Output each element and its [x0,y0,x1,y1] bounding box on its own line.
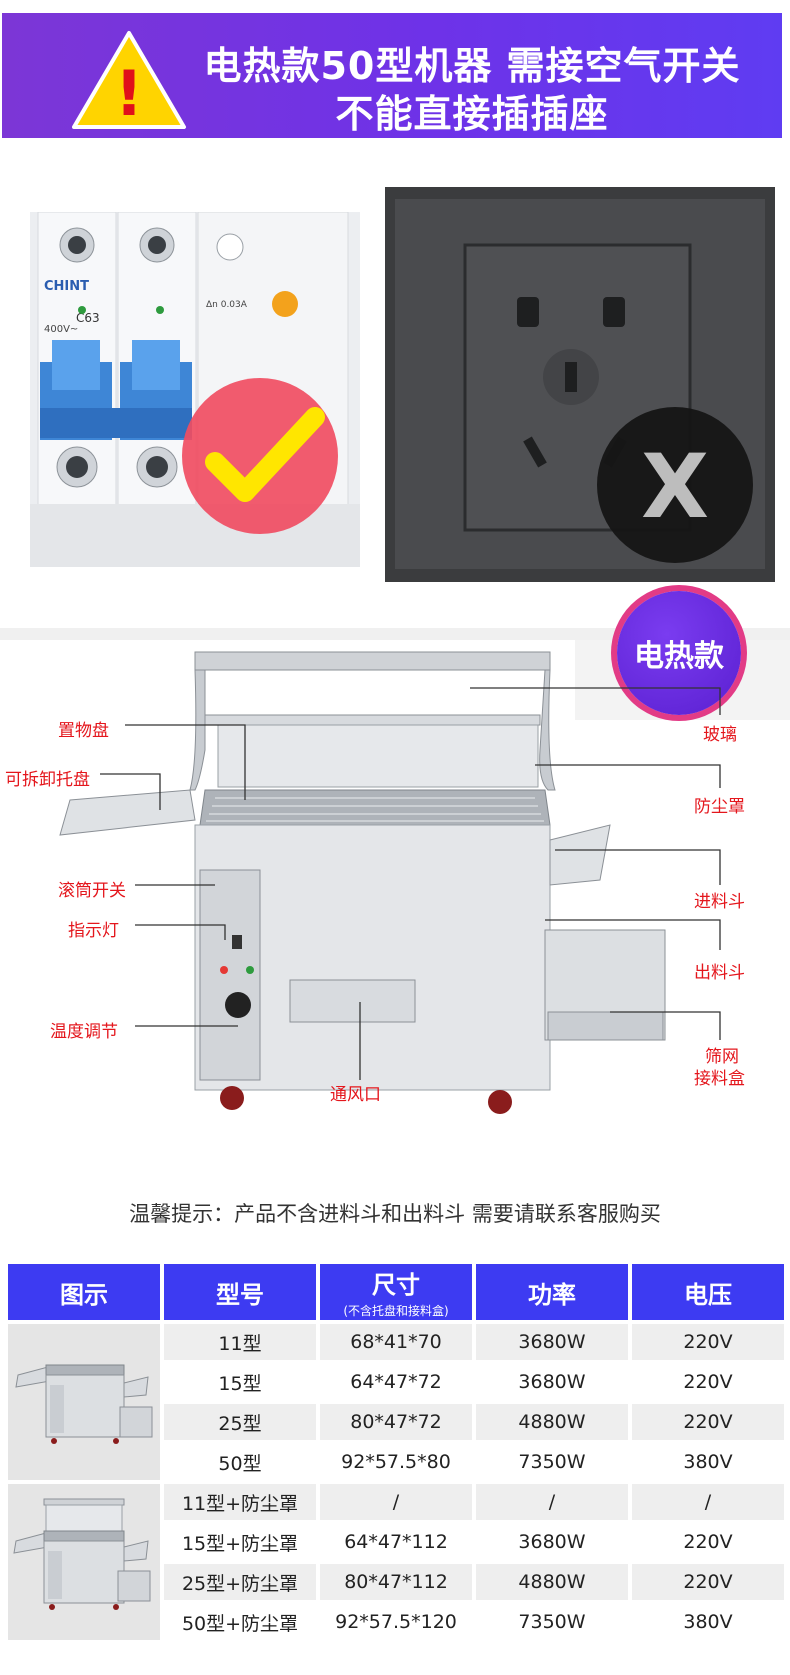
label-discharge-hopper: 出料斗 [694,963,745,983]
cell-power: / [476,1484,628,1520]
label-glass: 玻璃 [703,725,737,745]
roaster-machine-illustration [59,651,721,1114]
cell-voltage: 380V [632,1604,784,1640]
cell-size: / [320,1484,472,1520]
label-sieve: 筛网 [705,1047,739,1067]
table-row: 25型+防尘罩 80*47*112 4880W 220V [8,1564,784,1600]
cell-voltage: 380V [632,1444,784,1480]
warning-mark: ! [115,57,143,130]
cell-size: 64*47*72 [320,1364,472,1400]
table-row: 15型 64*47*72 3680W 220V [8,1364,784,1400]
header-voltage: 电压 [632,1264,784,1320]
label-removable-tray: 可拆卸托盘 [5,770,90,790]
cell-power: 4880W [476,1404,628,1440]
cell-voltage: 220V [632,1404,784,1440]
cell-model: 50型+防尘罩 [164,1604,316,1640]
table-row: 25型 80*47*72 4880W 220V [8,1404,784,1440]
cell-voltage: 220V [632,1324,784,1360]
table-row: 50型 92*57.5*80 7350W 380V [8,1444,784,1480]
cell-model: 50型 [164,1444,316,1480]
cell-voltage: 220V [632,1564,784,1600]
cell-model: 11型 [164,1324,316,1360]
cell-size: 92*57.5*80 [320,1444,472,1480]
cell-model: 25型+防尘罩 [164,1564,316,1600]
table-header-row: 图示 型号 尺寸 (不含托盘和接料盒) 功率 电压 [8,1264,784,1320]
header-model: 型号 [164,1264,316,1320]
table-row: 11型 68*41*70 3680W 220V [8,1324,784,1480]
spec-table: 图示 型号 尺寸 (不含托盘和接料盒) 功率 电压 11型 [4,1260,788,1644]
warning-banner: ! 电热款50型机器 需接空气开关 不能直接插插座 [2,13,782,138]
cell-power: 4880W [476,1564,628,1600]
label-dust-cover: 防尘罩 [694,797,745,817]
header-size-note: (不含托盘和接料盒) [343,1304,449,1318]
cell-size: 64*47*112 [320,1524,472,1560]
header-image: 图示 [8,1264,160,1320]
machine-thumbnail [8,1324,160,1480]
cell-model: 15型+防尘罩 [164,1524,316,1560]
table-row: 11型+防尘罩 / / / [8,1484,784,1640]
breaker-leak-label: Δn 0.03A [206,300,248,310]
cell-voltage: 220V [632,1364,784,1400]
label-tray: 置物盘 [58,721,109,741]
cell-voltage: 220V [632,1524,784,1560]
label-collection-box: 接料盒 [694,1069,745,1089]
cross-icon: X [641,435,709,538]
label-vent: 通风口 [330,1085,381,1105]
table-row: 50型+防尘罩 92*57.5*120 7350W 380V [8,1604,784,1640]
wall-socket-photo: X [385,187,775,582]
cell-size: 92*57.5*120 [320,1604,472,1640]
cell-model: 25型 [164,1404,316,1440]
label-drum-switch: 滚筒开关 [58,881,126,901]
air-switch-photo: CHINT 400V~ C63 Δn 0.03A [30,212,360,567]
cell-model: 15型 [164,1364,316,1400]
cell-model: 11型+防尘罩 [164,1484,316,1520]
cell-size: 80*47*72 [320,1404,472,1440]
label-temperature-control: 温度调节 [50,1022,118,1042]
cell-power: 7350W [476,1604,628,1640]
section-divider [0,628,790,640]
warning-triangle-icon: ! [72,31,186,130]
label-indicator-light: 指示灯 [68,921,119,941]
machine-with-cover-thumbnail [8,1484,160,1640]
tip-text: 温馨提示：产品不含进料斗和出料斗 需要请联系客服购买 [129,1202,661,1226]
breaker-rating-label: C63 [76,311,100,325]
machine-diagram: 置物盘 可拆卸托盘 滚筒开关 指示灯 温度调节 通风口 玻璃 防尘罩 进料斗 出… [0,640,790,1180]
cell-voltage: / [632,1484,784,1520]
check-mark-icon [205,407,325,502]
header-power: 功率 [476,1264,628,1320]
roaster-with-cover-thumbnail-image [8,1484,160,1635]
cell-power: 7350W [476,1444,628,1480]
banner-line-2: 不能直接插插座 [335,92,609,136]
badge-text: 电热款 [634,639,724,674]
label-feed-hopper: 进料斗 [694,892,745,912]
table-row: 15型+防尘罩 64*47*112 3680W 220V [8,1524,784,1560]
cell-power: 3680W [476,1364,628,1400]
cell-size: 80*47*112 [320,1564,472,1600]
banner-line-1: 电热款50型机器 需接空气开关 [203,44,741,88]
header-size: 尺寸 (不含托盘和接料盒) [320,1264,472,1320]
cell-power: 3680W [476,1524,628,1560]
roaster-thumbnail-image [8,1324,160,1475]
cell-power: 3680W [476,1324,628,1360]
header-size-label: 尺寸 [372,1271,420,1299]
breaker-voltage-label: 400V~ [44,324,78,335]
cell-size: 68*41*70 [320,1324,472,1360]
breaker-brand-label: CHINT [44,279,89,294]
